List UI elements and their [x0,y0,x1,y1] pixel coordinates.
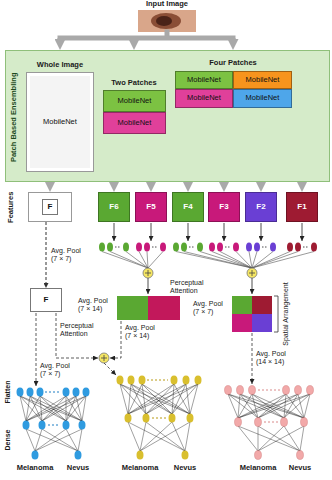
vector-arrow [224,223,225,241]
node-label: F1 [297,202,306,211]
feature-box: F6 [98,192,130,222]
feature-box: F3 [208,192,240,222]
node-label: F4 [183,202,192,211]
node-label: MobileNet [246,94,280,103]
node-label: MobileNet [118,97,152,106]
vector-arrow [151,223,152,241]
class-label: Melanoma [240,464,277,473]
bracket [274,296,278,332]
lesion-core [156,16,172,26]
class-label: Melanoma [122,464,159,473]
node-label: F [42,199,59,214]
annotation-label: Avg. Pool (7 × 14) [125,324,160,340]
annotation-label: Perceptual Attention [60,322,100,338]
annotation-label: Avg. Pool (7 × 7) [40,362,75,378]
dense-connections [20,396,86,451]
node-label: MobileNet [246,76,280,85]
annotation-label: Avg. Pool (7 × 7) [193,300,228,316]
feature-dots [287,243,317,252]
column-heading: Four Patches [209,59,257,68]
branch-arrow [60,32,233,38]
node-label: F5 [146,202,155,211]
layer-ellipsis [45,392,61,425]
ensemble-band: Patch Based EnsemblingMobileNetMobileNet… [5,50,330,182]
band-title: Patch Based Ensembling [11,72,20,162]
neuron [17,388,90,460]
pool-arrow [46,222,47,283]
feature-box: F [28,192,72,222]
row-label: Features [8,191,17,222]
layer-ellipsis [147,380,168,418]
vector-arrow [114,223,115,241]
class-label: Nevus [67,464,90,473]
branch-arrow [231,38,236,39]
fusion-lines [176,252,314,269]
fusion-lines [102,252,163,269]
feature-map [232,314,252,332]
edge-label: Avg. Pool (7 × 7) [51,247,86,263]
annotation-label: Avg. Pool (7 × 14) [78,297,113,313]
neuron [225,386,314,460]
mobilenet-box: MobileNet [26,72,94,172]
feature-dots [136,243,239,252]
column-heading: Whole Image [37,61,83,70]
feature-dots [246,243,276,252]
plus-sign [101,270,255,361]
annotation-label: Perceptual Attention [170,279,210,295]
layer-ellipsis [258,390,280,422]
branch-arrow [132,38,137,39]
neuron [117,376,202,460]
layer-label: Dense [4,429,12,450]
feature-map [117,296,148,320]
feature-map [252,314,272,332]
node-label: F6 [109,202,118,211]
lesion-shape [151,13,181,29]
pool-arrow [110,321,121,358]
vector-arrow [302,223,303,241]
class-label: Nevus [174,464,197,473]
input-image [138,10,196,32]
feature-box: F1 [286,192,318,222]
layer-label: Flatten [4,381,12,404]
class-label: Nevus [289,464,312,473]
flow-arrow [148,278,149,294]
mobilenet-box: MobileNet [103,90,166,112]
feature-box: F2 [245,192,277,222]
feature-box: F5 [135,192,167,222]
pooled-feature-box: F [30,288,62,312]
feature-map [252,296,272,314]
feature-map [232,296,252,314]
node-label: F [44,295,49,304]
mobilenet-box: MobileNet [175,71,233,89]
class-label: Melanoma [17,464,54,473]
image-label: Input Image [146,0,188,9]
flow-arrow [252,278,253,294]
annotation-label: Avg. Pool (14 × 14) [256,350,291,366]
mobilenet-box: MobileNet [233,71,292,89]
mobilenet-box: MobileNet [233,89,292,108]
pool-arrow [252,333,253,384]
node-label: MobileNet [43,118,77,127]
column-heading: Two Patches [111,79,156,88]
feature-box: F4 [172,192,204,222]
feature-dots [99,243,203,252]
vector-arrow [261,223,262,241]
node-label: MobileNet [118,119,152,128]
branch-arrow [58,38,63,39]
node-label: MobileNet [187,76,221,85]
vector-arrow [188,223,189,241]
feature-map [148,296,180,320]
mobilenet-box: MobileNet [175,89,233,108]
mobilenet-box: MobileNet [103,112,166,134]
dense-connections [120,384,198,451]
annotation-label: Spatial Arrangement [282,282,290,345]
node-label: F3 [219,202,228,211]
pool-arrow [104,363,116,375]
pool-arrow [36,313,37,386]
node-label: F2 [256,202,265,211]
node-label: MobileNet [187,94,221,103]
